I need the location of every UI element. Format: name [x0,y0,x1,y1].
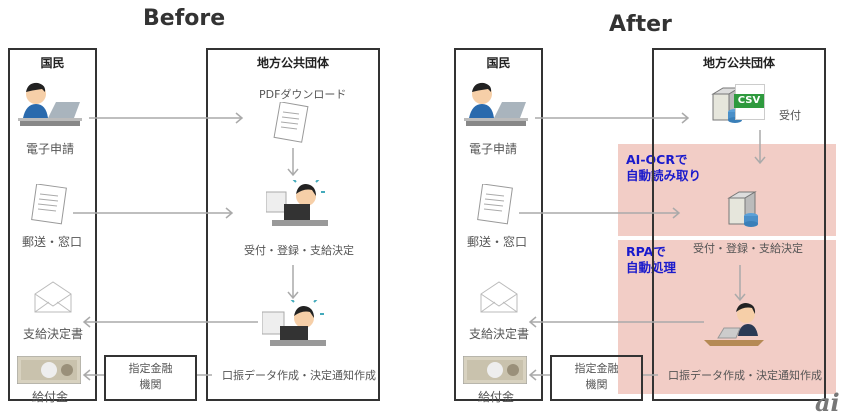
after-title: After [609,12,672,37]
pdf-document-icon [273,102,309,143]
before-benefit-label: 給付金 [32,390,69,404]
rpa-zone [618,240,836,394]
after-register-label: 受付・登録・支給決定 [693,242,803,255]
after-electronic-label: 電子申請 [469,142,518,156]
server-database-icon [727,191,758,227]
envelope-icon [480,281,518,313]
csv-file-icon: CSV [734,84,765,120]
arrow-receive-to-ocr [754,130,766,165]
after-bank-box [550,355,643,401]
busy-worker-icon [266,180,328,226]
person-laptop-icon [18,82,82,126]
arrow-bank-to-benefit [528,369,550,381]
arrow-electronic-to-pdf [89,112,244,124]
rpa-zone-label-line2: 自動処理 [626,260,677,275]
before-bank-label-1: 指定金融 [128,362,173,375]
person-laptop-icon [464,82,528,126]
envelope-icon [34,281,72,313]
rpa-zone-label: RPAで 自動処理 [626,244,676,276]
arrow-register-to-transfer [287,265,299,300]
before-transfer-label: 口振データ作成・決定通知作成 [222,369,376,382]
banknote-icon [463,356,527,384]
arrow-transfer-to-letter [528,316,704,328]
before-gov-box [206,48,380,401]
after-bank-label-1: 指定金融 [574,362,619,375]
before-citizen-box [8,48,97,401]
before-electronic-label: 電子申請 [26,142,75,156]
watermark-logo: ai [815,388,840,417]
after-transfer-label: 口振データ作成・決定通知作成 [668,369,822,382]
after-receive-label: 受付 [779,109,801,122]
before-bank-box [104,355,197,401]
arrow-transfer-to-letter [82,316,258,328]
paper-form-icon [31,184,67,225]
before-bank-label-2: 機関 [139,378,162,391]
ocr-zone [618,144,836,236]
busy-worker-icon [262,300,326,346]
after-bank-label-2: 機関 [585,378,608,391]
before-pdf-label: PDFダウンロード [259,88,347,101]
after-gov-header: 地方公共団体 [702,56,775,70]
relaxed-worker-icon [704,303,764,346]
ocr-zone-label-line2: 自動読み取り [626,168,702,183]
csv-badge: CSV [734,94,764,108]
after-gov-box [652,48,826,401]
after-citizen-header: 国民 [486,56,511,70]
after-mail-label: 郵送・窓口 [467,235,528,249]
paper-form-icon [477,184,513,225]
banknote-icon [17,356,81,384]
before-gov-header: 地方公共団体 [256,56,329,70]
after-benefit-label: 給付金 [478,390,515,404]
arrow-mail-to-register [73,207,234,219]
before-arrows [73,112,299,381]
before-mail-label: 郵送・窓口 [22,235,83,249]
before-register-label: 受付・登録・支給決定 [244,244,354,257]
ocr-zone-label-line1: AI-OCRで [626,152,688,167]
arrow-register-to-transfer [734,265,746,302]
ocr-zone-label: AI-OCRで 自動読み取り [626,152,701,184]
arrow-mail-to-register [519,207,681,219]
before-decision-letter-label: 支給決定書 [23,327,84,341]
after-citizen-box [454,48,543,401]
rpa-zone-label-line1: RPAで [626,244,666,259]
before-citizen-header: 国民 [40,56,65,70]
before-title: Before [143,6,226,31]
arrow-electronic-to-receive [535,112,690,124]
after-decision-letter-label: 支給決定書 [469,327,530,341]
arrow-pdf-to-register [287,148,299,177]
arrow-bank-to-benefit [82,369,104,381]
